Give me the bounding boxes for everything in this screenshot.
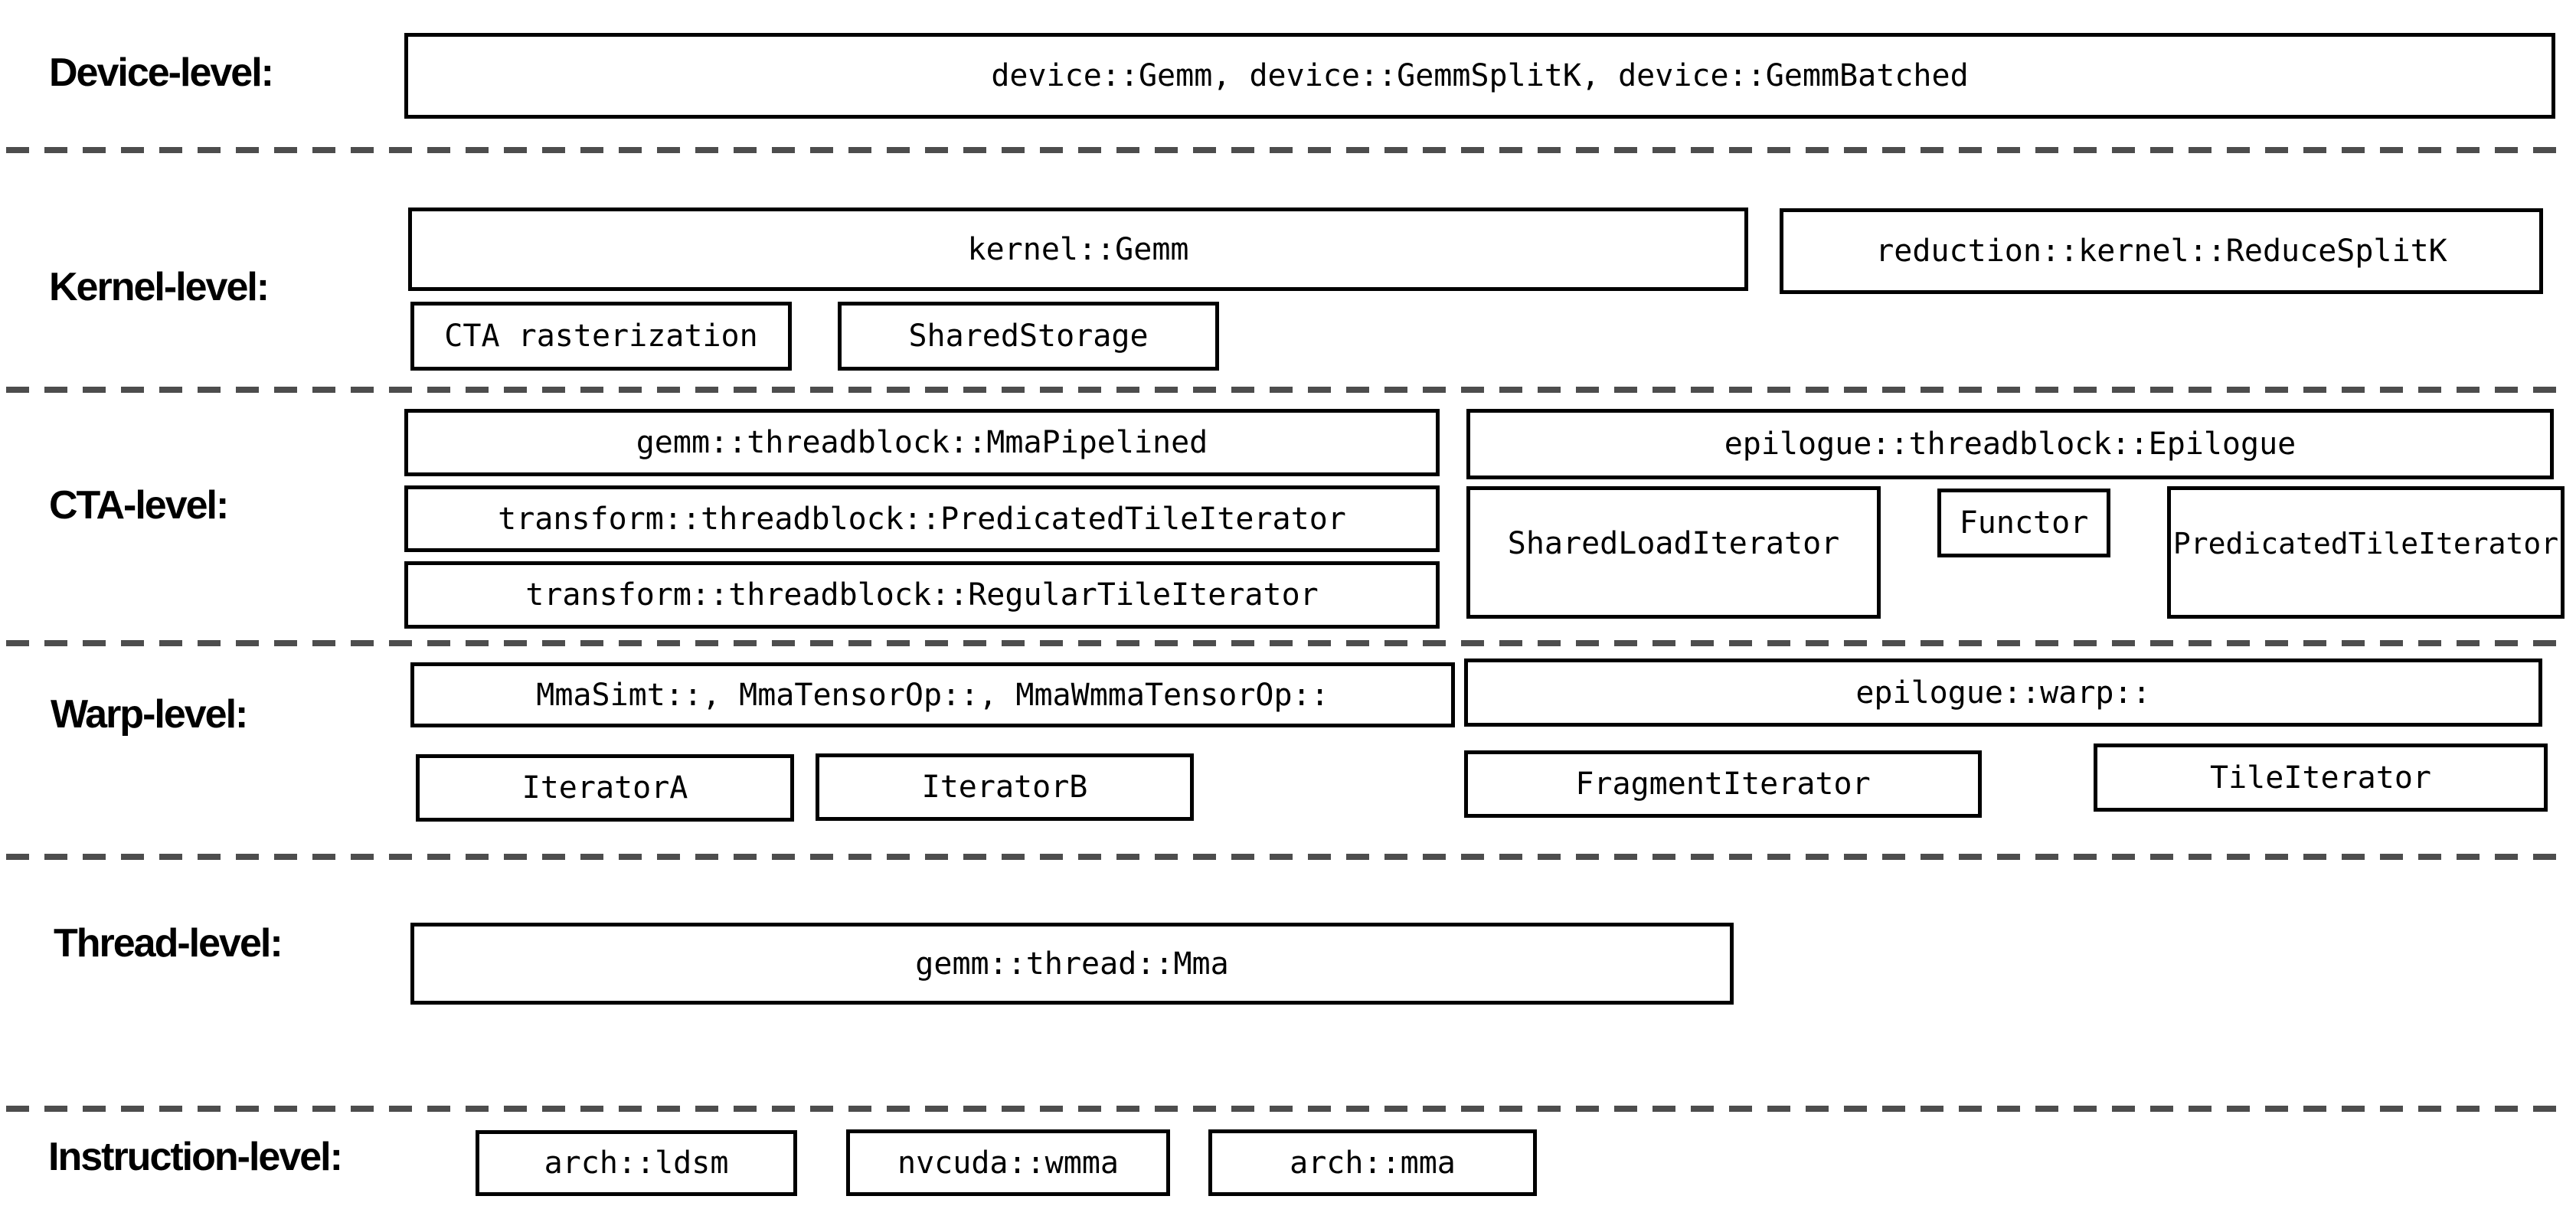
cta-rasterization-box: CTA rasterization <box>410 302 792 371</box>
warp-level-label: Warp-level: <box>51 692 248 737</box>
predicated-tile-iterator-epilogue-box: PredicatedTileIterator <box>2167 486 2565 619</box>
mma-pipelined-box: gemm::threadblock::MmaPipelined <box>404 409 1440 476</box>
thread-level-label: Thread-level: <box>54 921 283 966</box>
nvcuda-wmma-box: nvcuda::wmma <box>846 1129 1170 1196</box>
dashed-separator-kernel-cta <box>6 387 2558 393</box>
device-level-label: Device-level: <box>49 51 274 95</box>
dashed-separator-device-kernel <box>6 147 2558 153</box>
functor-box: Functor <box>1937 489 2110 557</box>
epilogue-threadblock-box: epilogue::threadblock::Epilogue <box>1466 409 2554 479</box>
shared-load-iterator-box: SharedLoadIterator <box>1466 486 1881 619</box>
gemm-thread-mma-box: gemm::thread::Mma <box>410 923 1734 1005</box>
arch-mma-box: arch::mma <box>1208 1129 1537 1196</box>
cta-level-label: CTA-level: <box>49 483 229 528</box>
iterator-a-box: IteratorA <box>416 754 794 822</box>
predicated-tile-iterator-transform-box: transform::threadblock::PredicatedTileIt… <box>404 485 1440 552</box>
dashed-separator-warp-thread <box>6 854 2558 860</box>
kernel-level-label: Kernel-level: <box>49 265 270 309</box>
fragment-iterator-box: FragmentIterator <box>1464 750 1982 818</box>
tile-iterator-box: TileIterator <box>2094 743 2548 812</box>
reduce-splitk-box: reduction::kernel::ReduceSplitK <box>1780 208 2543 294</box>
iterator-b-box: IteratorB <box>816 753 1194 821</box>
regular-tile-iterator-box: transform::threadblock::RegularTileItera… <box>404 561 1440 629</box>
dashed-separator-cta-warp <box>6 640 2558 646</box>
instruction-level-label: Instruction-level: <box>48 1135 343 1179</box>
kernel-gemm-box: kernel::Gemm <box>408 208 1748 291</box>
dashed-separator-thread-instruction <box>6 1106 2558 1112</box>
epilogue-warp-box: epilogue::warp:: <box>1464 659 2542 727</box>
shared-storage-box: SharedStorage <box>838 302 1219 371</box>
device-gemm-box: device::Gemm, device::GemmSplitK, device… <box>404 33 2555 119</box>
mma-warp-box: MmaSimt::, MmaTensorOp::, MmaWmmaTensorO… <box>410 662 1455 727</box>
arch-ldsm-box: arch::ldsm <box>476 1130 797 1196</box>
